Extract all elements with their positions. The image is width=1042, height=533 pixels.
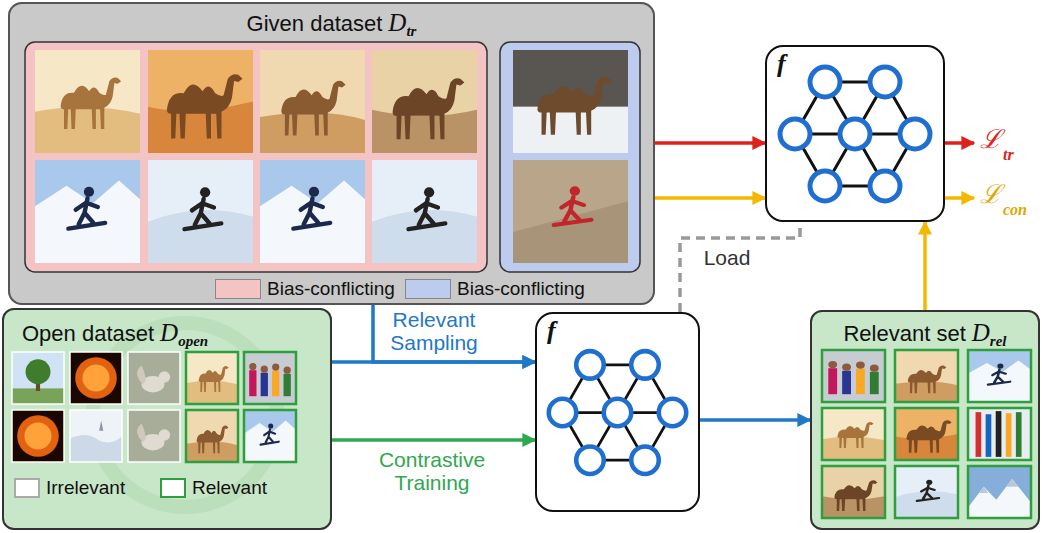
network-box: f (765, 45, 945, 222)
loss-symbol: ℒ (980, 181, 1002, 210)
node-heading: Relevant set Drel (812, 318, 1038, 356)
function-symbol: f (777, 49, 786, 79)
loss-subscript: con (1003, 201, 1027, 219)
connector (332, 360, 535, 364)
set-symbol: D (972, 319, 990, 346)
loss-subscript: tr (1003, 146, 1014, 164)
edge-label: Load (692, 246, 762, 269)
set-subscript: open (178, 333, 208, 349)
legend-swatch (405, 279, 451, 299)
edge-label: Relevant Sampling (382, 308, 486, 354)
set-symbol: D (388, 9, 406, 36)
set-subscript: rel (990, 333, 1007, 349)
legend-text: Bias-conflicting (457, 277, 585, 301)
legend-text: Irrelevant (46, 476, 125, 500)
connector (332, 438, 535, 442)
legend-swatch (14, 478, 40, 498)
panel-title: Relevant set (843, 321, 965, 346)
node-heading: Open datasetDopen (4, 318, 330, 356)
dataset-panel: Given datasetDtr (8, 2, 655, 305)
legend-swatch (160, 478, 186, 498)
function-symbol: f (547, 316, 556, 346)
connector (680, 222, 800, 312)
connector (655, 141, 765, 145)
network-box: f (535, 312, 700, 512)
connector (700, 418, 810, 422)
connector (373, 305, 535, 362)
dataset-panel: Relevant set Drel (810, 310, 1040, 530)
panel-title: Given dataset (247, 11, 383, 36)
set-symbol: D (160, 319, 178, 346)
legend-swatch (215, 279, 261, 299)
panel-title: Open dataset (22, 321, 154, 346)
legend-text: Relevant (192, 476, 267, 500)
connector (655, 196, 765, 200)
loss-symbol: ℒ (980, 126, 1002, 155)
set-subscript: tr (406, 23, 416, 39)
node-heading: Given datasetDtr (10, 8, 653, 46)
connector (923, 222, 927, 310)
edge-label: Contrastive Training (368, 448, 496, 494)
legend-text: Bias-conflicting (267, 277, 395, 301)
